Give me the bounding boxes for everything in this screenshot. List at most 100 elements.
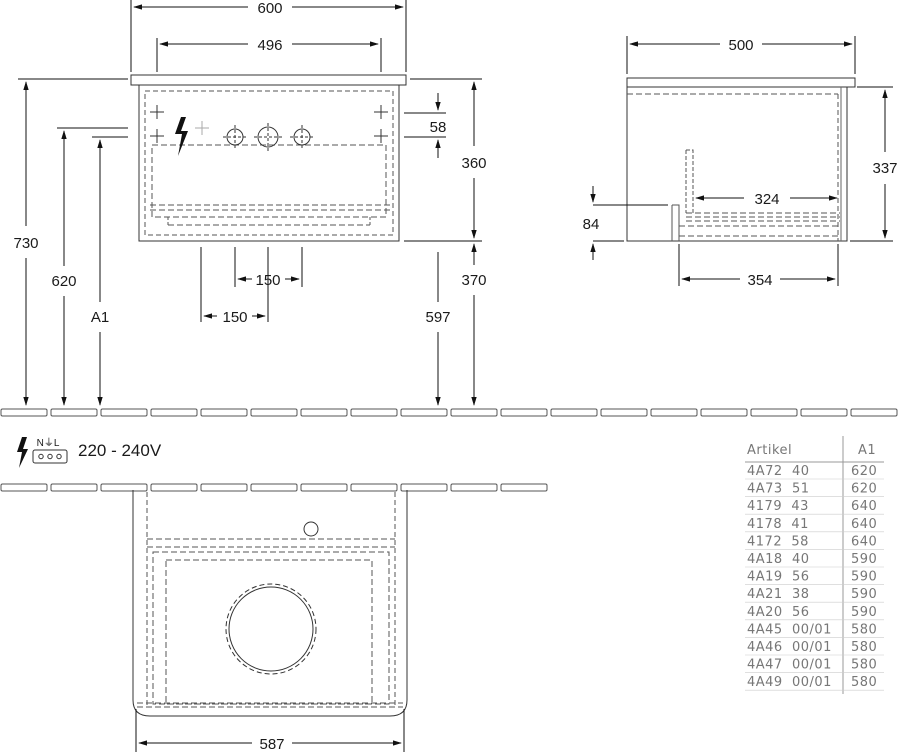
floor-tile	[850, 408, 898, 417]
dim-597: 597	[425, 309, 450, 326]
table-cell-a1: 620	[851, 464, 877, 479]
table-cell-a1: 620	[851, 482, 877, 497]
front-view	[130, 74, 407, 242]
floor-tile	[700, 408, 748, 417]
article-table: Artikel A1 4A72 40 620 4A73 51 620 4179 43 64…	[745, 436, 884, 694]
floor-line	[0, 408, 898, 417]
floor-tile	[300, 483, 348, 492]
table-cell-a1: 580	[851, 658, 877, 673]
floor-tile	[500, 483, 548, 492]
table-cell-a1: 640	[851, 534, 877, 549]
electrical-icon	[17, 437, 28, 468]
table-cell-artikel: 4A45 00/01	[747, 622, 832, 637]
floor-tile	[500, 408, 548, 417]
table-header-artikel: Artikel	[747, 443, 792, 458]
floor-tile	[200, 483, 248, 492]
table-cell-artikel: 4A20 56	[747, 605, 810, 620]
dim-500: 500	[728, 37, 753, 54]
side-cabinet	[626, 86, 848, 242]
floor-tile	[550, 408, 598, 417]
voltage-label: 220 - 240V	[78, 441, 162, 460]
floor-tile	[100, 408, 148, 417]
table-cell-a1: 640	[851, 499, 877, 514]
dim-620: 620	[51, 273, 76, 290]
table-cell-a1: 590	[851, 570, 877, 585]
floor-tile	[0, 483, 48, 492]
floor-tile	[300, 408, 348, 417]
electrical-icon	[175, 117, 188, 156]
siphon-cutout	[225, 583, 317, 675]
floor-tile	[400, 408, 448, 417]
cabinet-inner-outline	[144, 90, 394, 236]
table-cell-a1: 580	[851, 675, 877, 690]
dim-600: 600	[257, 0, 282, 17]
top-view	[132, 490, 408, 717]
floor-tile	[350, 408, 398, 417]
side-dimensions	[590, 36, 893, 286]
floor-tile	[450, 408, 498, 417]
dim-a1: A1	[91, 309, 109, 326]
front-dimension-labels: 600 496 730 620 A1 360 370 58 597 150 15…	[13, 0, 486, 326]
dim-84: 84	[583, 216, 600, 233]
floor-tile	[200, 408, 248, 417]
dim-360: 360	[461, 155, 486, 172]
floor-tile	[100, 483, 148, 492]
countertop	[130, 74, 407, 86]
dim-354: 354	[747, 272, 772, 289]
table-cell-artikel: 4178 41	[747, 517, 809, 532]
pipe-connections	[223, 123, 314, 151]
table-cell-artikel: 4A49 00/01	[747, 675, 832, 690]
table-cell-artikel: 4A73 51	[747, 482, 810, 497]
dim-496: 496	[257, 37, 282, 54]
floor-tile	[800, 408, 848, 417]
floor-tile	[650, 408, 698, 417]
dim-587: 587	[259, 736, 284, 752]
table-cell-artikel: 4179 43	[747, 499, 809, 514]
dim-150-upper: 150	[255, 272, 280, 289]
top-view-outline	[132, 490, 408, 717]
power-terminals: N⏚L	[37, 437, 60, 449]
dim-58: 58	[430, 119, 447, 136]
table-cell-a1: 590	[851, 605, 877, 620]
table-header-a1: A1	[858, 443, 876, 458]
table-cell-artikel: 4A19 56	[747, 570, 810, 585]
drawer-outline	[151, 144, 387, 218]
floor-tile	[400, 483, 448, 492]
floor-tile	[150, 408, 198, 417]
side-dimension-labels: 500 337 324 84 354	[583, 37, 898, 289]
floor-tile	[250, 408, 298, 417]
table-cell-a1: 640	[851, 517, 877, 532]
wall-line	[0, 483, 548, 492]
dim-324: 324	[754, 191, 779, 208]
table-cell-artikel: 4A47 00/01	[747, 658, 832, 673]
table-cell-a1: 590	[851, 552, 877, 567]
floor-tile	[750, 408, 798, 417]
floor-tile	[50, 483, 98, 492]
floor-tile	[0, 408, 48, 417]
floor-tile	[50, 408, 98, 417]
table-cell-artikel: 4A46 00/01	[747, 640, 832, 655]
table-cell-artikel: 4A18 40	[747, 552, 810, 567]
socket-icon	[32, 449, 68, 464]
table-cell-artikel: 4A72 40	[747, 464, 810, 479]
mount-points	[150, 105, 388, 143]
cabinet-body	[138, 84, 400, 242]
floor-tile	[600, 408, 648, 417]
side-countertop	[626, 77, 856, 88]
dim-730: 730	[13, 235, 38, 252]
floor-tile	[450, 483, 498, 492]
drawer-top-outline	[152, 551, 390, 705]
top-dimensions	[135, 709, 405, 752]
front-dimensions	[18, 0, 482, 406]
table-cell-a1: 580	[851, 622, 877, 637]
tap-hole	[303, 521, 319, 537]
table-cell-artikel: 4A21 38	[747, 587, 810, 602]
floor-tile	[250, 483, 298, 492]
table-cell-a1: 590	[851, 587, 877, 602]
table-cell-a1: 580	[851, 640, 877, 655]
floor-tile	[350, 483, 398, 492]
dim-150-lower: 150	[222, 309, 247, 326]
power-spec: N⏚L 220 - 240V	[17, 437, 162, 468]
table-cell-artikel: 4172 58	[747, 534, 809, 549]
